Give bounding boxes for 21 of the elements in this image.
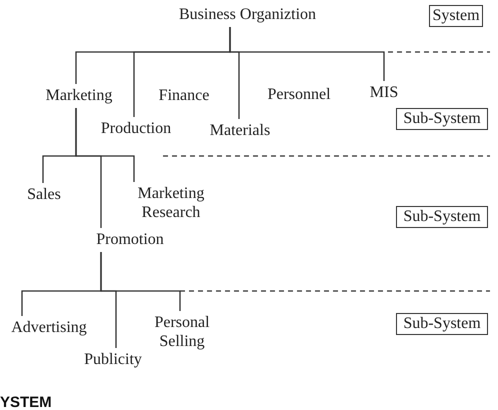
org-unit-label: Promotion (90, 230, 170, 249)
heading-fragment: YSTEM (0, 394, 52, 410)
tree-connector (100, 252, 181, 311)
level-tag: System (429, 5, 483, 27)
org-unit-label: Personnel (260, 85, 338, 104)
org-unit-label: Finance (153, 86, 215, 105)
org-unit-label: Marketing Research (128, 184, 214, 222)
tree-connector (75, 108, 135, 182)
org-unit-label: Publicity (78, 350, 148, 369)
level-tag: Sub-System (396, 206, 488, 228)
org-unit-label: Business Organiztion (165, 5, 330, 24)
level-tag: Sub-System (396, 108, 488, 130)
tree-connector (229, 27, 385, 81)
org-unit-label: Marketing (40, 86, 118, 105)
level-tag: Sub-System (396, 313, 488, 335)
org-unit-label: Sales (22, 185, 66, 204)
org-unit-label: Materials (203, 121, 277, 140)
org-unit-label: Advertising (4, 318, 94, 337)
org-unit-label: MIS (368, 83, 400, 102)
org-unit-label: Personal Selling (146, 313, 218, 351)
org-unit-label: Production (93, 119, 179, 138)
